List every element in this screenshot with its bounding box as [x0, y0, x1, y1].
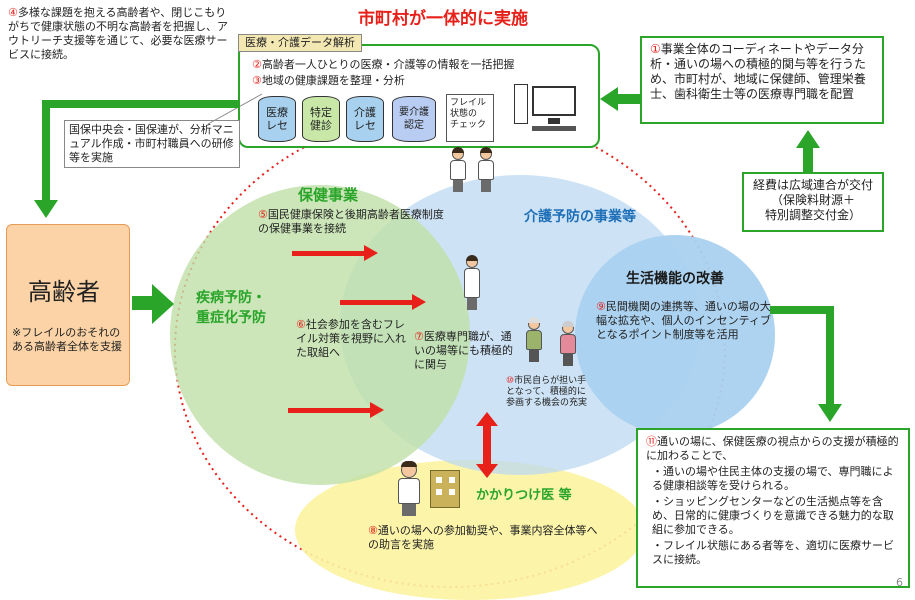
- item3-text: ③地域の健康課題を整理・分析: [252, 74, 405, 87]
- red-arrow-1: [292, 245, 378, 261]
- item11-bullet-1: ・通いの場や住民主体の支援の場で、専門職による健康相談等を受けられる。: [652, 465, 894, 492]
- item1-box: ①事業全体のコーディネートやデータ分析・通いの場への積極的関与等を行うため、市町…: [640, 36, 884, 124]
- arrow-right-head: [818, 404, 842, 422]
- item10-text: ⑩市民自らが担い手となって、積極的に参画する機会の充実: [506, 376, 588, 408]
- kakaritsuke-title: かかりつけ医 等: [476, 488, 572, 503]
- item4-text: ④多様な課題を抱える高齢者や、閉じこもりがちで健康状態の不明な高齢者を把握し、ア…: [8, 6, 228, 61]
- staff-woman-icon-2: [478, 147, 494, 192]
- item2-text: ②高齢者一人ひとりの医療・介護等の情報を一括把握: [252, 58, 515, 71]
- seikatsu-circle: [575, 235, 775, 435]
- item11-bullet-2: ・ショッピングセンターなどの生活拠点等を含め、日常的に健康づくりを意識できる魅力…: [652, 495, 894, 536]
- venn-diagram: [170, 175, 775, 600]
- arrow-to-panel: [618, 94, 642, 104]
- item11-box: ⑪通いの場に、保健医療の視点からの支援が積極的に加わることで、 ・通いの場や住民…: [636, 428, 910, 588]
- page-number: 6: [896, 576, 903, 589]
- arrow-left-head: [34, 200, 58, 218]
- red-arrow-3: [288, 402, 384, 418]
- elderly-man-icon: [526, 317, 542, 362]
- item7-text: ⑦医療専門職が、通いの場等にも積極的に関与: [414, 330, 513, 371]
- elderly-woman-icon: [560, 321, 576, 366]
- kokuho-note: 国保中央会・国保連が、分析マニュアル作成・市町村職員への研修等を実施: [64, 120, 240, 168]
- page-title: 市町村が一体的に実施: [358, 9, 528, 29]
- arrow-to-panel-head: [600, 87, 618, 111]
- data-analysis-tab: 医療・介護データ解析: [238, 34, 362, 52]
- connector-line: [207, 93, 263, 125]
- item6-text: ⑥社会参加を含むフレイル対策を視野に入れた取組へ: [296, 318, 406, 359]
- arrow-right-horizontal: [770, 306, 834, 314]
- elderly-title: 高齢者: [28, 278, 100, 306]
- red-double-arrow: [476, 412, 498, 478]
- item8-text: ⑧通いの場への参加勧奨や、事業内容全体等への助言を実施: [368, 524, 598, 551]
- arrow-elderly-right: [132, 296, 154, 310]
- cylinder-iryo-rese: 医療 レセ: [258, 96, 296, 142]
- kaigo-title: 介護予防の事業等: [524, 209, 636, 225]
- computer-icon: [510, 84, 580, 132]
- disease-title: 疾病予防・ 重症化予防: [196, 290, 266, 326]
- red-arrow-2: [340, 294, 426, 310]
- elderly-box: [6, 224, 130, 386]
- cylinder-kaigo-rese: 介護 レセ: [346, 96, 384, 142]
- arrow-funding-up-head: [796, 130, 820, 148]
- doctor-icon: [398, 461, 420, 516]
- seikatsu-title: 生活機能の改善: [626, 271, 724, 287]
- arrow-left-vertical: [42, 100, 50, 204]
- item11-bullet-3: ・フレイル状態にある者等を、適切に医療サービスに接続。: [652, 539, 894, 566]
- hospital-icon: [430, 470, 460, 508]
- arrow-funding-up: [803, 146, 813, 174]
- nurse-icon: [464, 255, 480, 310]
- item9-text: ⑨民間機関の連携等、通いの場の大幅な拡充や、個人のインセンティブとなるポイント制…: [596, 300, 772, 341]
- item11-lead: ⑪通いの場に、保健医療の視点からの支援が積極的に加わることで、: [646, 435, 899, 462]
- cylinder-tokutei-kenshin: 特定 健診: [302, 96, 340, 142]
- funding-box: 経費は広域連合が交付 （保険料財源＋ 特別調整交付金）: [742, 172, 884, 232]
- hoken-title: 保健事業: [298, 186, 359, 204]
- green-circle: [170, 185, 470, 485]
- item5-text: ⑤国民健康保険と後期高齢者医療制度の保健事業を接続: [258, 208, 444, 235]
- arrow-left-horizontal: [42, 100, 240, 108]
- cylinder-yokaigo-nintei: 要介護 認定: [392, 96, 436, 142]
- arrow-right-vertical: [826, 306, 834, 406]
- staff-woman-icon-1: [450, 147, 466, 192]
- yellow-circle: [295, 460, 645, 600]
- elderly-note: ※フレイルのおそれのある高齢者全体を支援: [12, 326, 122, 353]
- arrow-elderly-right-head: [152, 284, 174, 324]
- frail-check-doc: フレイル 状態の チェック: [446, 94, 494, 142]
